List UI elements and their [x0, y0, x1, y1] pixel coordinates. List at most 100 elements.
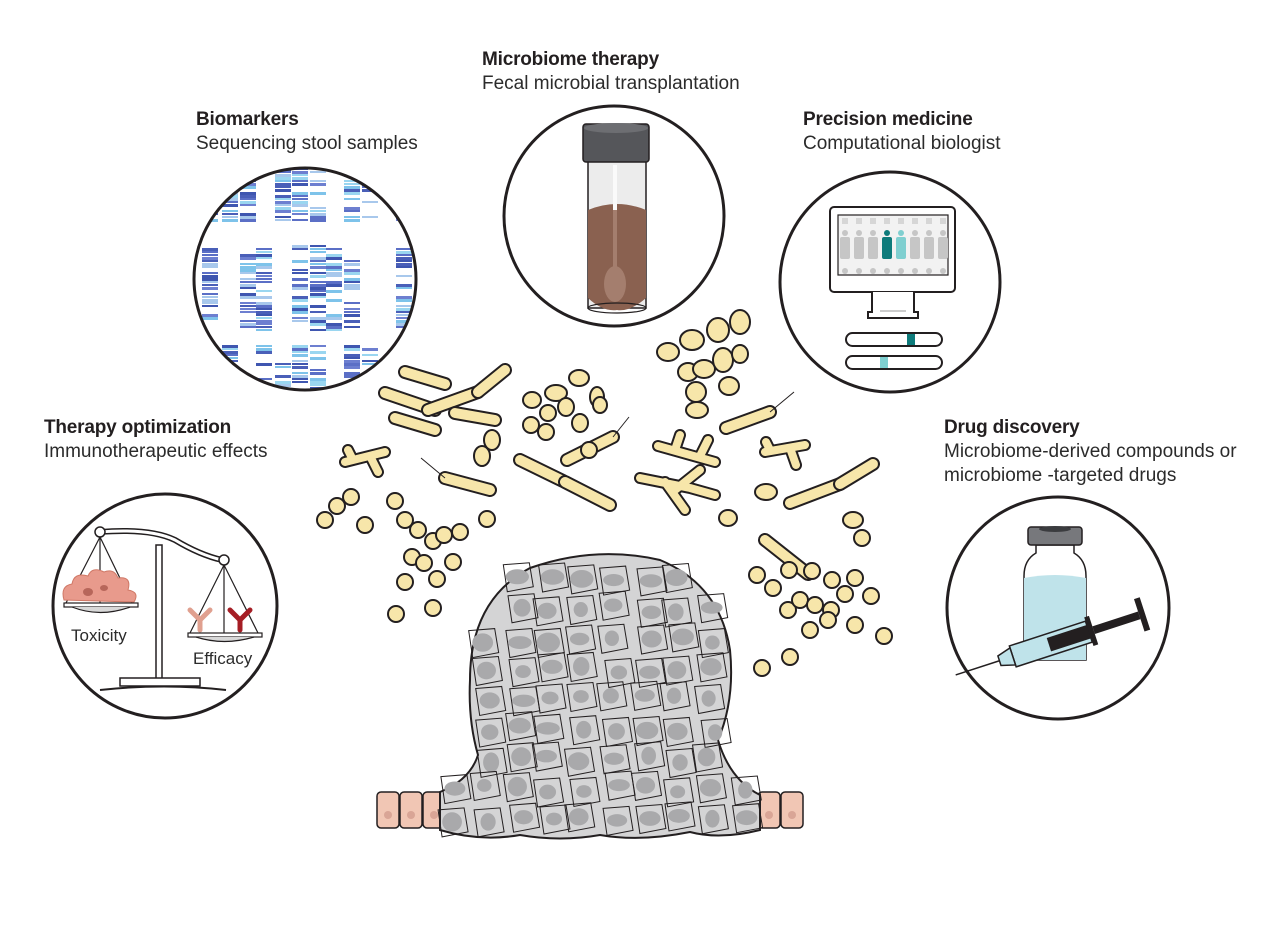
rod-bacterium-fill: [515, 455, 568, 486]
sequence-band: [310, 263, 326, 265]
coccus-bacterium: [386, 492, 404, 510]
sequence-band: [310, 317, 326, 320]
sequence-band: [256, 257, 272, 259]
person-head: [884, 230, 890, 236]
sequence-band: [292, 245, 308, 248]
tumor-cell-nucleus: [507, 776, 527, 797]
person-legs: [912, 218, 918, 224]
sequence-band: [344, 284, 360, 287]
sequence-band: [202, 372, 218, 374]
sequence-band: [310, 296, 326, 298]
sequence-band: [344, 314, 360, 317]
tumor-cell-nucleus: [481, 724, 499, 740]
computer-monitor-icon: [778, 170, 1002, 394]
sequence-band: [256, 378, 272, 380]
sequence-band: [292, 183, 308, 186]
epithelial-cell: [780, 791, 804, 829]
sequence-band: [202, 305, 218, 307]
sequence-band: [202, 192, 218, 194]
drug-discovery-subtitle-line2: microbiome -targeted drugs: [944, 465, 1177, 486]
tumor-cell-border: [532, 596, 564, 627]
sequence-band: [222, 378, 238, 380]
tumor-cell-nucleus: [508, 717, 531, 734]
sequence-band: [292, 198, 308, 200]
epithelial-nucleus: [384, 811, 392, 819]
sequence-band: [362, 348, 378, 351]
sequence-band: [344, 360, 360, 363]
sequence-band: [275, 171, 291, 173]
sequence-band: [396, 198, 412, 200]
coccus-bacterium: [846, 616, 864, 634]
sequence-band: [240, 311, 256, 313]
coccus-bacterium: [478, 510, 496, 528]
sequence-band: [256, 275, 272, 277]
sequence-band: [396, 381, 412, 383]
coccus-bacterium: [539, 404, 557, 422]
sequence-band: [222, 174, 238, 176]
sequence-band: [292, 269, 308, 271]
sequence-band: [344, 186, 360, 189]
sequence-band: [396, 354, 412, 356]
person-head: [842, 268, 848, 274]
coccus-bacterium: [781, 648, 799, 666]
sequence-band: [326, 254, 342, 257]
sequence-band: [396, 360, 412, 362]
sequence-band: [256, 251, 272, 253]
sequence-band: [292, 308, 308, 311]
sequence-band: [202, 275, 218, 278]
tumor-cell-nucleus: [671, 628, 694, 646]
sequence-band: [310, 216, 326, 219]
sequence-band: [240, 192, 256, 195]
sequence-band: [240, 308, 256, 310]
sequence-band: [292, 287, 308, 290]
tumor-cell-border: [508, 657, 540, 688]
tumor-cell-border: [505, 711, 537, 742]
tumor-cell-border: [564, 802, 596, 833]
tumor-cell-border: [700, 717, 732, 749]
sequence-band: [202, 180, 218, 183]
tumor-cell-border: [502, 772, 534, 803]
sequence-band: [202, 293, 218, 295]
sequence-band: [326, 269, 342, 271]
sequence-band: [396, 284, 412, 287]
tumor-cell-border: [569, 715, 601, 746]
coccus-bacterium: [580, 441, 598, 459]
tumor-cell-border: [696, 652, 728, 683]
sequence-band: [256, 317, 272, 319]
person-head: [898, 230, 904, 236]
sequence-band: [256, 278, 272, 280]
tumor-cell-border: [475, 717, 507, 748]
sequence-band: [292, 320, 308, 322]
oval-bacterium: [692, 359, 716, 379]
sequence-band: [396, 257, 412, 260]
sequence-band: [326, 323, 342, 326]
tumor-cell-nucleus: [541, 691, 559, 705]
coccus-bacterium: [791, 591, 809, 609]
sequence-band: [240, 284, 256, 287]
person-body: [896, 237, 906, 259]
sequence-band: [396, 305, 412, 307]
sequence-band: [396, 251, 412, 254]
sequence-band: [275, 393, 291, 395]
sequence-band: [326, 248, 342, 250]
branched-bacterium-fill: [636, 431, 719, 514]
sequence-band: [222, 183, 238, 186]
tumor-cell-nucleus: [505, 569, 529, 585]
tumor-cell-border: [662, 655, 694, 686]
tumor-cell-border: [597, 623, 629, 654]
tumor-cell-border: [637, 624, 669, 655]
sequence-band: [240, 323, 256, 326]
sequence-band: [202, 348, 218, 350]
person-body: [938, 237, 948, 259]
sequence-band: [275, 189, 291, 192]
sequence-band: [222, 345, 238, 348]
sequence-band: [256, 272, 272, 274]
sequence-band: [292, 272, 308, 274]
tumor-cell-border: [476, 747, 508, 778]
sequence-band: [310, 345, 326, 347]
coccus-bacterium: [862, 587, 880, 605]
sequence-band: [275, 216, 291, 218]
oval-bacterium: [592, 396, 608, 414]
sequence-band: [222, 180, 238, 183]
sequence-band: [310, 323, 326, 326]
